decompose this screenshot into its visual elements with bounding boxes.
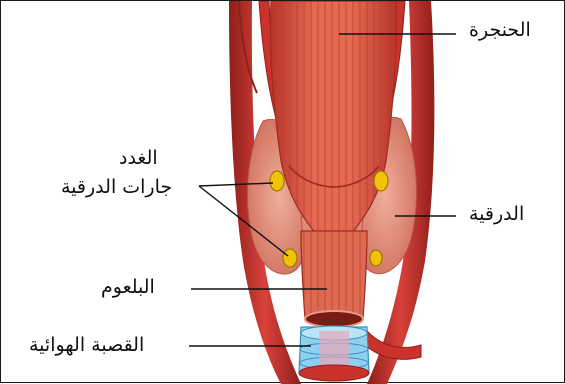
thyroid-label: الدرقية (469, 205, 524, 224)
trachea (299, 326, 369, 381)
glands-label: الغدد (119, 149, 158, 168)
parathyroid-label: جارات الدرقية (61, 178, 172, 197)
larynx-label: الحنجرة (469, 21, 531, 40)
trachea-label: القصبة الهوائية (29, 336, 144, 355)
esophagus-label: البلعوم (101, 278, 155, 297)
esophagus (301, 231, 367, 327)
